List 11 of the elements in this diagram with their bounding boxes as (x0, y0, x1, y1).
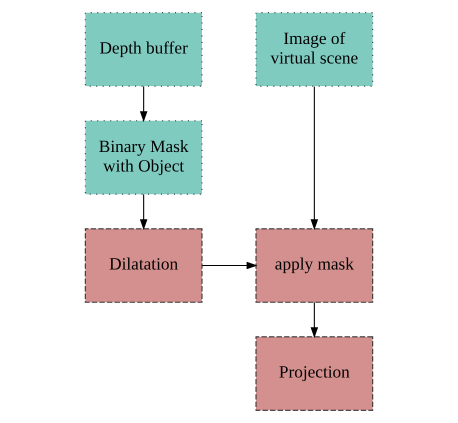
arrow (310, 86, 318, 230)
node-box: Projection (255, 336, 374, 411)
arrow (202, 262, 258, 270)
node-box: Depth buffer (84, 12, 203, 87)
arrow (140, 194, 148, 230)
node-box: Dilatation (84, 228, 203, 303)
node-box: apply mask (255, 228, 374, 303)
node-box: Image of virtual scene (255, 12, 374, 87)
arrow (310, 302, 318, 338)
node-box: Binary Mask with Object (84, 120, 203, 195)
arrow (140, 86, 148, 122)
